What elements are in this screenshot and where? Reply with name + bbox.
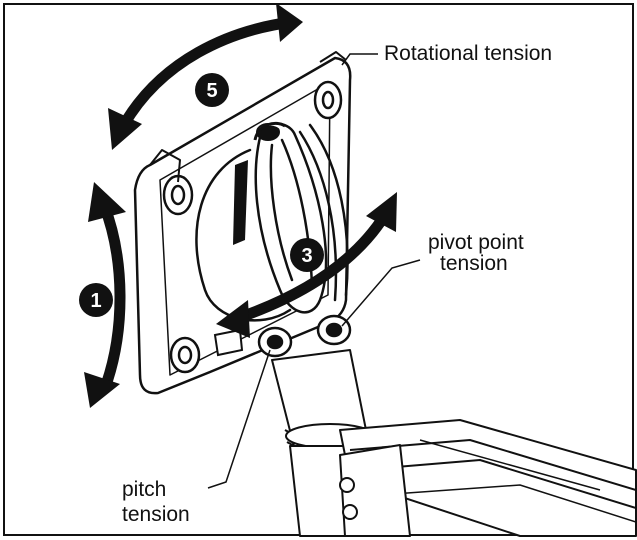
pivot-screw	[316, 314, 352, 346]
marker-1: 1	[79, 283, 113, 317]
svg-text:5: 5	[206, 80, 217, 102]
knob-turn-arrow	[253, 121, 286, 141]
plate-hole-bottom-left	[169, 336, 201, 374]
marker-3: 3	[290, 238, 324, 272]
rotation-arrow-1	[84, 182, 126, 408]
arm-assembly	[271, 349, 637, 537]
svg-text:1: 1	[90, 290, 101, 312]
rotation-arrow-3	[216, 192, 397, 338]
plate-hole-top-right	[313, 80, 343, 120]
label-pitch-line1: pitch	[122, 478, 166, 501]
pitch-screw	[257, 326, 293, 358]
rotation-arrow-5	[108, 3, 303, 150]
marker-5: 5	[195, 73, 229, 107]
label-rotational-tension: Rotational tension	[384, 42, 552, 65]
label-pivot-point-line2: tension	[440, 252, 508, 275]
leader-lines	[207, 53, 421, 489]
label-pivot-point-line1: pivot point	[428, 231, 524, 254]
leader-pivot	[341, 259, 421, 327]
label-pitch-line2: tension	[122, 503, 190, 526]
leader-pitch	[207, 349, 271, 489]
leader-rotational	[341, 53, 378, 66]
svg-text:3: 3	[301, 245, 312, 267]
